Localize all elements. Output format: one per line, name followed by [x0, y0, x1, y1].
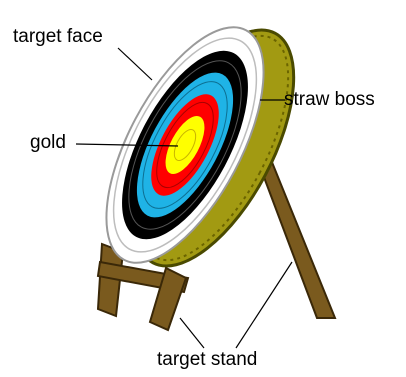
label-target-face: target face: [13, 27, 103, 46]
label-straw-boss: straw boss: [284, 90, 375, 109]
label-gold: gold: [30, 133, 66, 152]
leader-target-face: [118, 48, 152, 80]
label-target-stand: target stand: [157, 350, 257, 369]
leader-target-stand-2: [236, 262, 292, 348]
leader-target-stand-1: [180, 318, 204, 348]
